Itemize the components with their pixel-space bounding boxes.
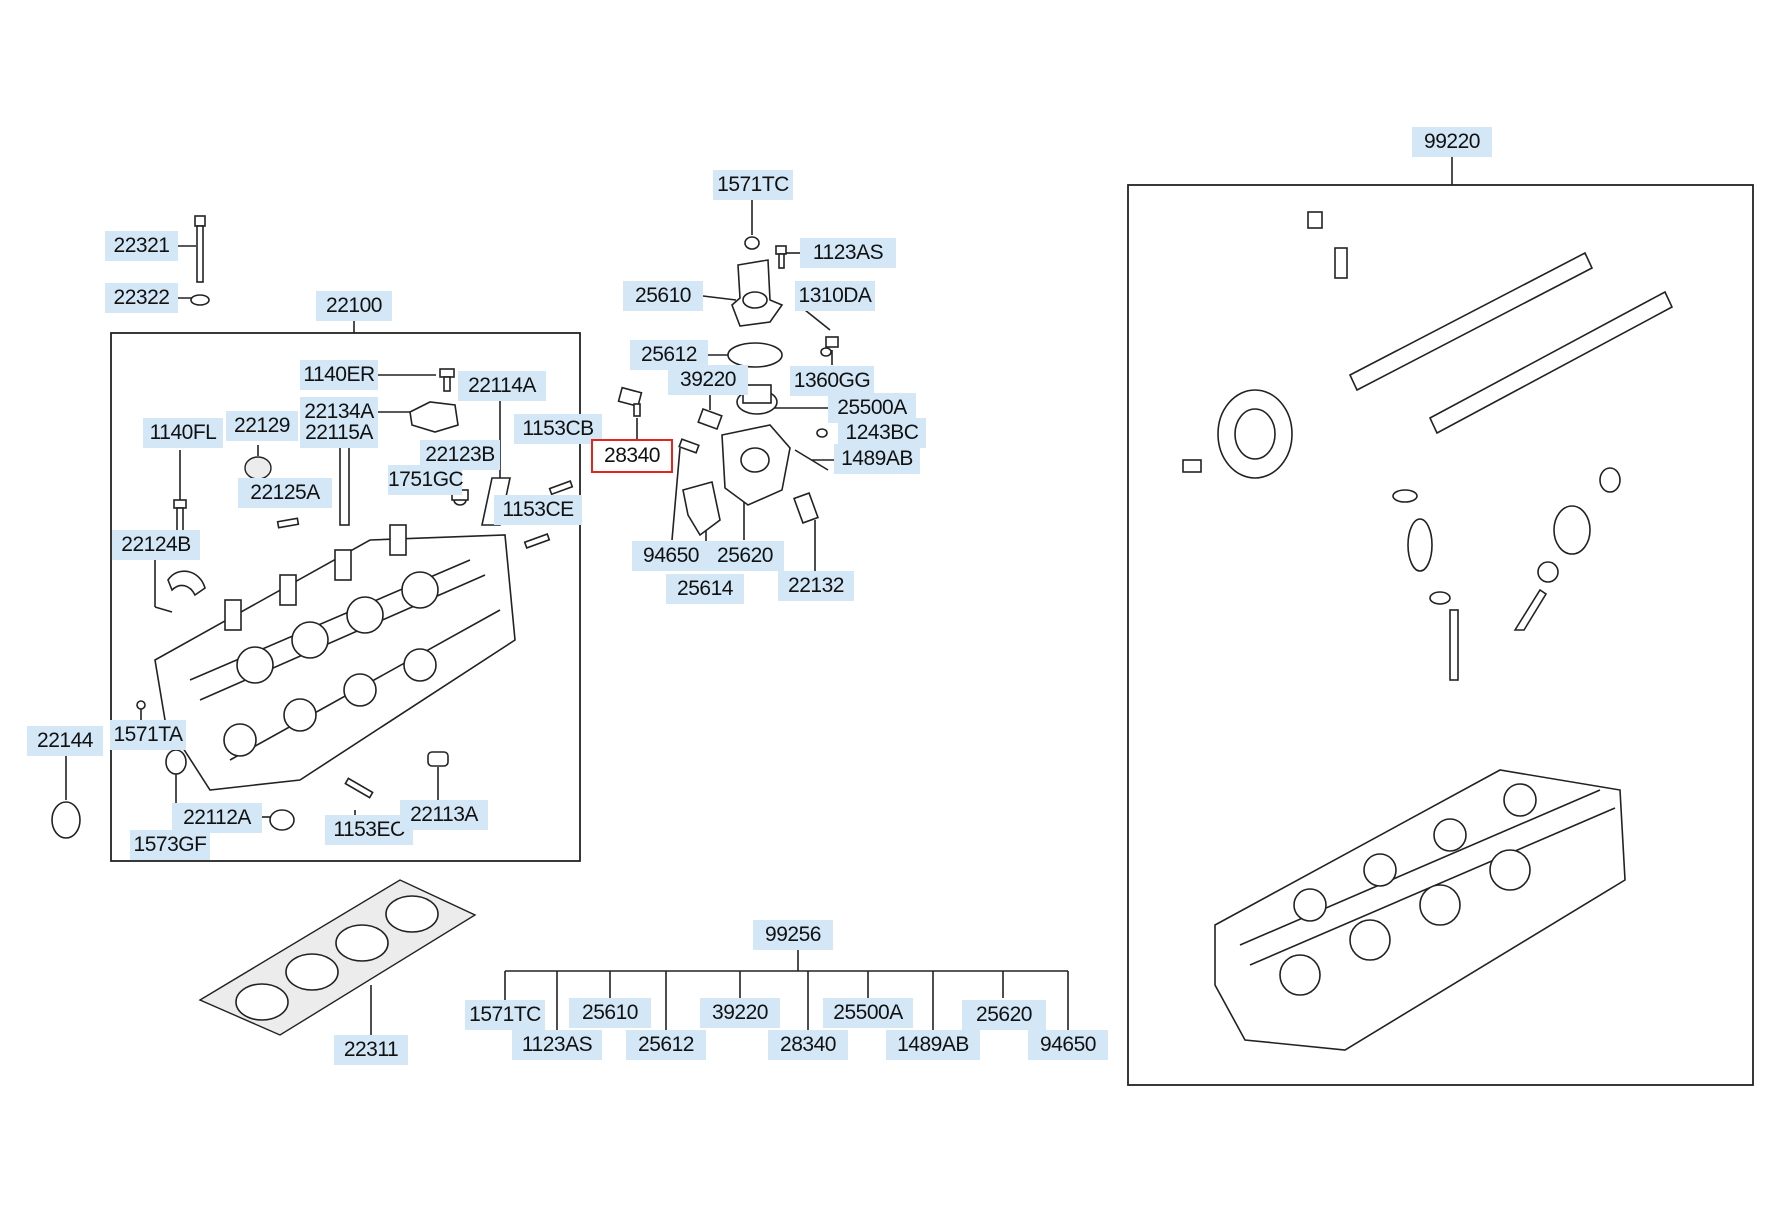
part-label-22115A[interactable]: 22115A (300, 418, 378, 448)
part-label-1573GF[interactable]: 1573GF (130, 830, 210, 860)
part-label-1123AS[interactable]: 1123AS (800, 238, 896, 268)
part-label-1310DA[interactable]: 1310DA (795, 281, 875, 311)
part-label-28340-selected[interactable]: 28340 (591, 439, 673, 473)
kit-item-94650[interactable]: 94650 (1028, 1030, 1108, 1060)
cap-22124B (167, 570, 206, 597)
sensor-94650 (678, 438, 700, 454)
kit-item-25500A[interactable]: 25500A (823, 998, 913, 1028)
bolt-1243BC (816, 428, 828, 438)
part-label-22124B[interactable]: 22124B (112, 530, 200, 560)
kit-item-25620[interactable]: 25620 (962, 1000, 1046, 1030)
part-label-1153EC[interactable]: 1153EC (325, 815, 413, 845)
gasket-25614 (682, 481, 721, 537)
kit-99220-frame (1127, 184, 1754, 1086)
shaft-22115A (339, 444, 350, 526)
kit-item-25612[interactable]: 25612 (626, 1030, 706, 1060)
nut-1360GG (820, 347, 832, 357)
kit-item-28340[interactable]: 28340 (768, 1030, 848, 1060)
sensor-39220 (697, 407, 723, 431)
plug-1571TA (136, 700, 146, 710)
part-label-1751GC[interactable]: 1751GC (388, 465, 464, 495)
part-label-1360GG[interactable]: 1360GG (790, 366, 874, 396)
part-label-1571TA[interactable]: 1571TA (110, 720, 186, 750)
pipe-22132 (793, 492, 819, 524)
gasket-25612 (727, 342, 783, 368)
part-label-22129[interactable]: 22129 (226, 411, 298, 441)
stud-1153EC (344, 777, 374, 799)
part-label-22322[interactable]: 22322 (105, 283, 178, 313)
part-label-1571TC[interactable]: 1571TC (713, 170, 793, 200)
part-label-25620[interactable]: 25620 (706, 541, 784, 571)
part-label-25614[interactable]: 25614 (666, 574, 744, 604)
cylinder-head-99220 (1214, 769, 1626, 1051)
rocker-arm-22134A (409, 401, 459, 433)
stud-1153CB (548, 480, 574, 496)
valve-train-right (1513, 467, 1621, 631)
part-label-1140ER[interactable]: 1140ER (300, 360, 378, 390)
part-label-1140FL[interactable]: 1140FL (143, 418, 223, 448)
part-label-94650[interactable]: 94650 (632, 541, 710, 571)
cylinder-head-22100 (154, 524, 516, 791)
kit-item-1489AB[interactable]: 1489AB (886, 1030, 980, 1060)
part-label-22113A[interactable]: 22113A (400, 800, 488, 830)
part-label-22114A[interactable]: 22114A (458, 371, 546, 401)
kit-item-1123AS[interactable]: 1123AS (512, 1030, 602, 1060)
sensor-28340 (617, 386, 643, 417)
part-label-22125A[interactable]: 22125A (238, 478, 332, 508)
part-label-25610[interactable]: 25610 (623, 281, 703, 311)
bolt-22321 (194, 215, 206, 283)
camshaft-exhaust (1348, 251, 1674, 435)
bolt-1140ER (439, 368, 455, 392)
seal-22129 (244, 456, 272, 480)
part-label-22144[interactable]: 22144 (27, 726, 103, 756)
part-label-22132[interactable]: 22132 (778, 571, 854, 601)
sensor-99220-top (1334, 247, 1348, 279)
seal-22144 (51, 801, 81, 839)
cylinder-head-frame (110, 332, 581, 862)
kit-item-39220[interactable]: 39220 (700, 998, 780, 1028)
kit-99256-bracket (504, 950, 1069, 1030)
kit-item-25610[interactable]: 25610 (569, 998, 651, 1028)
part-label-22100[interactable]: 22100 (316, 291, 392, 321)
nut-1310DA (825, 336, 839, 348)
plug-1571TC (744, 236, 760, 250)
plug-22112A (269, 809, 295, 831)
plug-1573GF (165, 749, 187, 775)
part-label-22112A[interactable]: 22112A (172, 803, 262, 833)
part-label-99220[interactable]: 99220 (1412, 127, 1492, 157)
bracket-1489AB (794, 449, 829, 471)
washer-22322 (190, 294, 210, 306)
part-label-39220[interactable]: 39220 (668, 365, 748, 395)
water-housing-25620 (721, 424, 791, 506)
valve-train-left (1392, 489, 1459, 681)
part-label-1153CE[interactable]: 1153CE (494, 495, 582, 525)
kit-item-1571TC[interactable]: 1571TC (465, 1000, 545, 1030)
cam-sprocket (1182, 389, 1293, 479)
part-label-1243BC[interactable]: 1243BC (838, 418, 926, 448)
stud-1153CE (523, 533, 551, 549)
stud-22125A (276, 517, 300, 529)
part-label-1489AB[interactable]: 1489AB (834, 444, 920, 474)
cap-22113A (427, 751, 449, 767)
bolt-1123AS (775, 245, 787, 269)
part-label-99256[interactable]: 99256 (753, 920, 833, 950)
part-label-1153CB[interactable]: 1153CB (514, 414, 602, 444)
part-label-22321[interactable]: 22321 (105, 231, 178, 261)
head-gasket-22311 (198, 879, 477, 1036)
stud-99220-top (1307, 211, 1323, 229)
water-outlet-25610 (731, 259, 784, 327)
part-label-22311[interactable]: 22311 (334, 1035, 408, 1065)
thermostat-25500A (736, 384, 778, 415)
